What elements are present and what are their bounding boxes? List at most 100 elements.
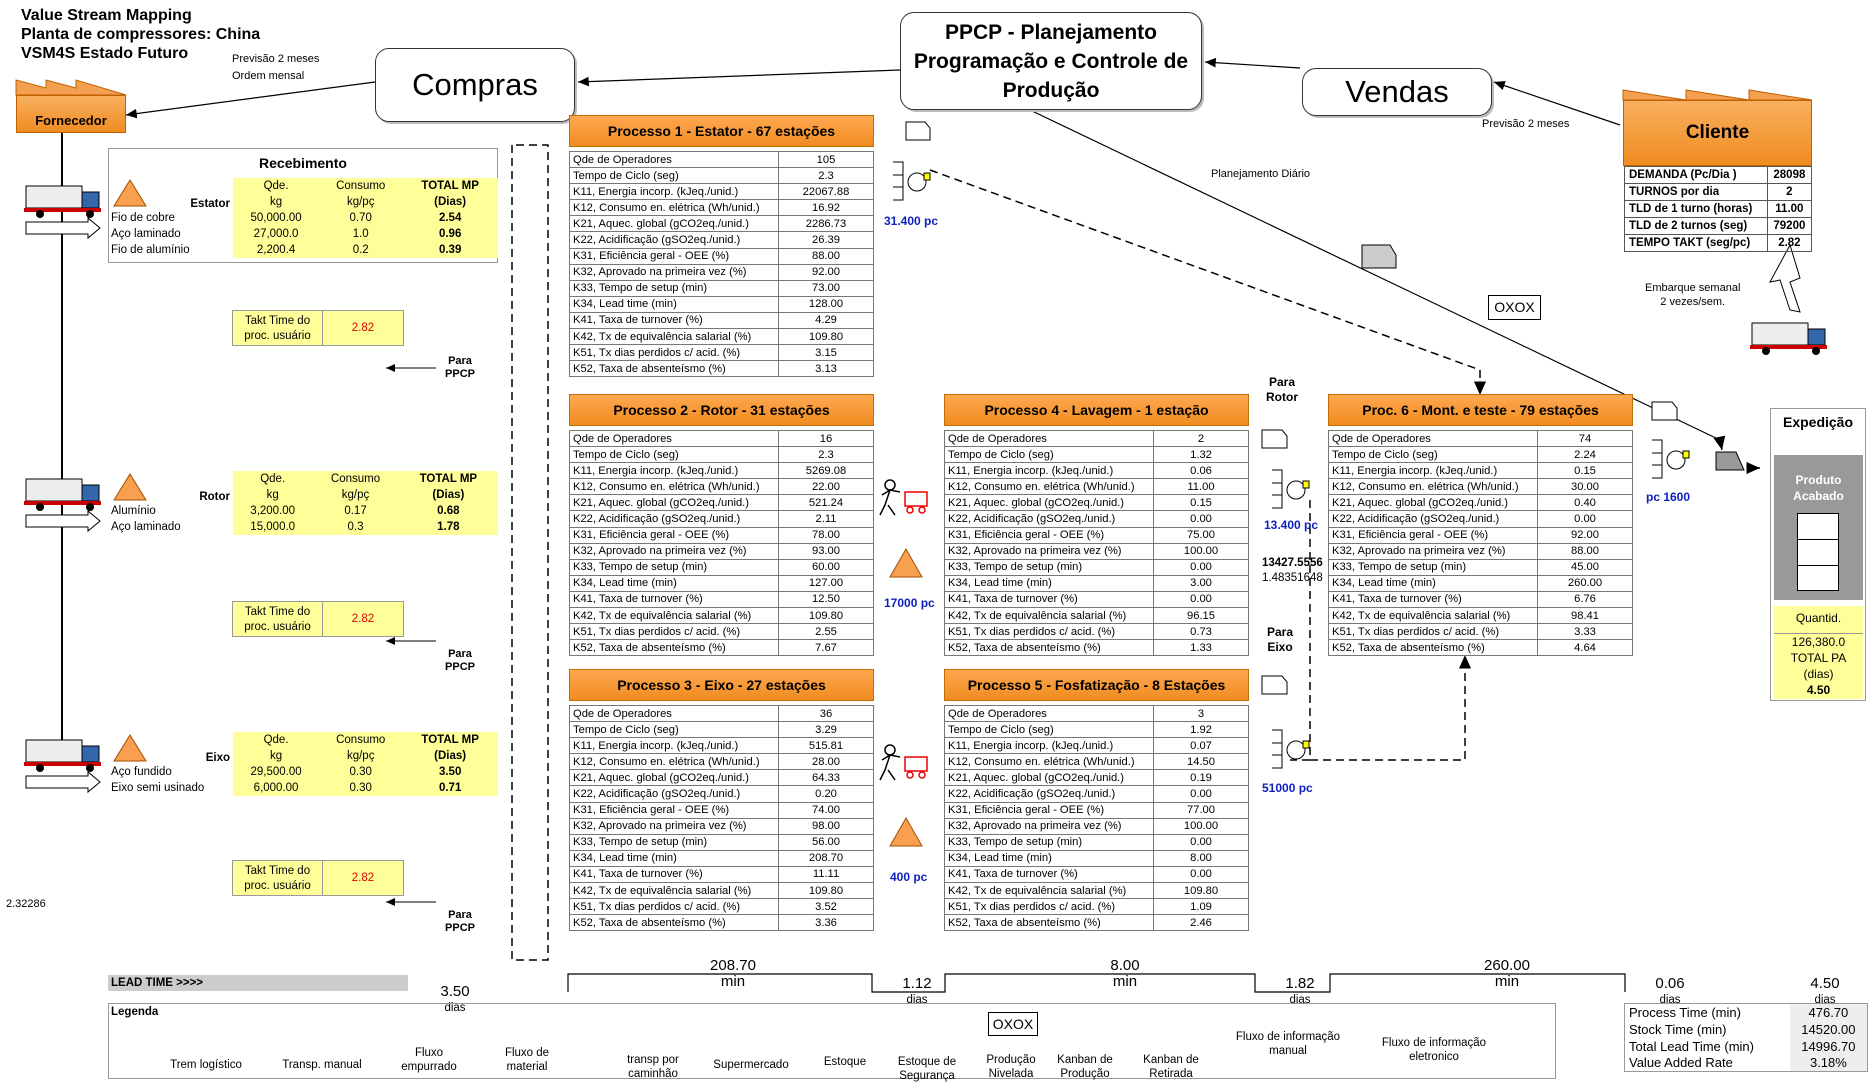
process-title-5: Processo 5 - Fosfatização - 8 Estações [944,669,1249,701]
process-row: K42, Tx de equivalência salarial (%)109.… [570,608,874,624]
kpi-value: 109.80 [779,329,874,345]
stock-estator: 31.400 pc [884,214,938,228]
kpi-value: 1.33 [1154,640,1249,656]
kpi-value: 22.00 [779,479,874,495]
material-qty: 27,000.0 [233,226,319,242]
process-row: K11, Energia incorp. (kJeq./unid.)0.07 [945,738,1249,754]
daily-planning-note: Planejamento Diário [1211,167,1310,181]
kpi-label: K51, Tx dias perdidos c/ acid. (%) [570,345,779,361]
process-title-2: Processo 2 - Rotor - 31 estações [569,394,874,426]
process-row: Qde de Operadores16 [570,431,874,447]
process-row: K11, Energia incorp. (kJeq./unid.)0.15 [1329,463,1633,479]
kpi-value: 105 [779,152,874,168]
process-row: K52, Taxa de absenteísmo (%)3.13 [570,361,874,377]
takt-label: Takt Time do proc. usuário [233,861,323,895]
receiving-unit-col: kg [233,194,319,210]
kpi-label: K34, Lead time (min) [570,296,779,312]
legend-item: Fluxo empurrado [394,1046,464,1074]
material-days: 2.54 [402,210,498,226]
stock-lavagem: 13.400 pc [1264,518,1318,532]
legend-item: Produção Nivelada [976,1053,1046,1081]
kpi-label: K32, Aprovado na primeira vez (%) [945,543,1154,559]
process-row: K12, Consumo en. elétrica (Wh/unid.)16.9… [570,200,874,216]
receiving-row: Fio de alumínio2,200.40.20.39 [108,242,498,258]
kpi-value: 1.92 [1154,722,1249,738]
takt-value: 2.82 [323,602,403,636]
kpi-label: K51, Tx dias perdidos c/ acid. (%) [945,899,1154,915]
kpi-label: K52, Taxa de absenteísmo (%) [1329,640,1538,656]
receiving-unit-col: kg/pç [312,487,398,503]
kpi-value: 2.11 [779,511,874,527]
kpi-value: 92.00 [779,264,874,280]
process-row: Tempo de Ciclo (seg)2.3 [570,168,874,184]
material-qty: 6,000.00 [233,780,319,796]
timeline-value: 8.00 [1080,958,1170,974]
timeline-value: 208.70 [688,958,778,974]
process-row: Tempo de Ciclo (seg)2.24 [1329,447,1633,463]
para-eixo-label: Para Eixo [1260,625,1300,655]
receiving-table-eixo: EixoQde.ConsumoTOTAL MPkgkg/pç(Dias)Aço … [108,732,498,796]
kpi-value: 93.00 [779,543,874,559]
kpi-label: Tempo de Ciclo (seg) [1329,447,1538,463]
summary-label: Total Lead Time (min) [1625,1038,1790,1055]
kpi-value: 3.13 [779,361,874,377]
kpi-value: 1.09 [1154,899,1249,915]
summary-label: Process Time (min) [1625,1004,1790,1021]
receiving-table-rotor: RotorQde.ConsumoTOTAL MPkgkg/pç(Dias)Alu… [108,471,498,535]
demand-label: TEMPO TAKT (seg/pc) [1625,235,1768,252]
kpi-label: K42, Tx de equivalência salarial (%) [570,608,779,624]
process-row: K22, Acidificação (gSO2eq./unid.)0.00 [1329,511,1633,527]
process-row: K32, Aprovado na primeira vez (%)93.00 [570,543,874,559]
kpi-value: 2.55 [779,624,874,640]
process-row: K21, Aquec. global (gCO2eq./unid.)0.15 [945,495,1249,511]
kpi-label: K51, Tx dias perdidos c/ acid. (%) [1329,624,1538,640]
kpi-value: 100.00 [1154,818,1249,834]
process-row: K42, Tx de equivalência salarial (%)98.4… [1329,608,1633,624]
process-row: Qde de Operadores2 [945,431,1249,447]
kpi-label: K21, Aquec. global (gCO2eq./unid.) [570,770,779,786]
stray-number-3: 2.32286 [6,898,46,910]
timeline-unit: min [1462,974,1552,990]
material-days: 0.71 [402,780,498,796]
material-qty: 2,200.4 [233,242,319,258]
kpi-label: K11, Energia incorp. (kJeq./unid.) [570,738,779,754]
kpi-value: 0.00 [1154,866,1249,882]
receiving-table-estator: EstatorQde.ConsumoTOTAL MPkgkg/pç(Dias)F… [108,178,498,258]
kpi-label: K41, Taxa de turnover (%) [1329,591,1538,607]
kpi-value: 11.11 [779,866,874,882]
process-title-3: Processo 3 - Eixo - 27 estações [569,669,874,701]
kpi-value: 109.80 [779,883,874,899]
process-row: K51, Tx dias perdidos c/ acid. (%)1.09 [945,899,1249,915]
kpi-label: K41, Taxa de turnover (%) [570,866,779,882]
process-row: K41, Taxa de turnover (%)4.29 [570,312,874,328]
receiving-col: TOTAL MP [402,178,498,194]
para-rotor-label: Para Rotor [1262,375,1302,405]
timeline-value: 3.50 [410,984,500,1000]
kpi-value: 109.80 [779,608,874,624]
kpi-label: K33, Tempo de setup (min) [570,280,779,296]
kpi-value: 2.3 [779,447,874,463]
kpi-value: 4.64 [1538,640,1633,656]
client-forecast-note: Previsão 2 meses [1482,117,1569,131]
summary-value: 3.18% [1790,1055,1868,1072]
para-ppcp-label: Para PPCP [440,909,480,935]
process-row: K41, Taxa de turnover (%)0.00 [945,866,1249,882]
demand-label: DEMANDA (Pc/Dia ) [1625,167,1768,184]
kpi-label: K42, Tx de equivalência salarial (%) [945,608,1154,624]
kpi-label: K52, Taxa de absenteísmo (%) [945,915,1154,931]
kpi-label: K52, Taxa de absenteísmo (%) [570,361,779,377]
kpi-value: 60.00 [779,559,874,575]
kpi-value: 0.00 [1154,786,1249,802]
kpi-value: 260.00 [1538,575,1633,591]
process-row: K51, Tx dias perdidos c/ acid. (%)3.15 [570,345,874,361]
kpi-value: 6.76 [1538,591,1633,607]
stock-montagem: pc 1600 [1646,490,1690,504]
material-qty: 15,000.0 [233,519,312,535]
kpi-value: 0.20 [779,786,874,802]
kpi-value: 22067.88 [779,184,874,200]
legend-oxox-icon: OXOX [988,1012,1038,1036]
kpi-value: 0.00 [1154,559,1249,575]
